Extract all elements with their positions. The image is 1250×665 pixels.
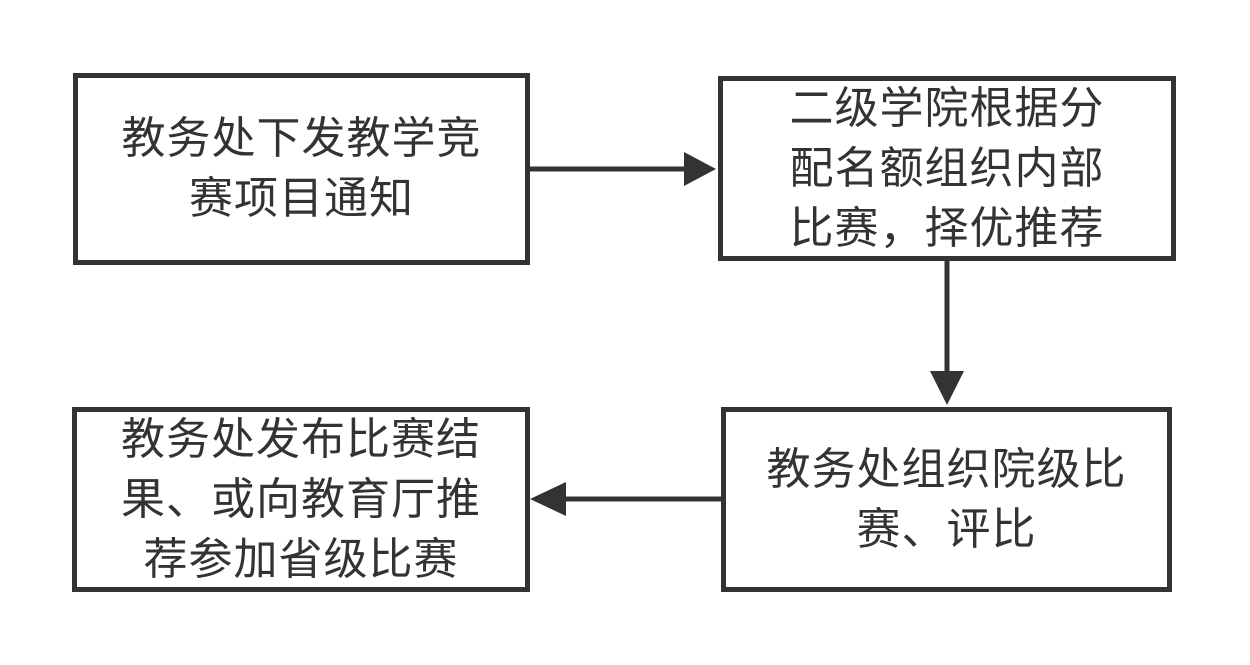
node-school-competition-label: 教务处组织院级比赛、评比 [766, 443, 1127, 555]
arrow-college-to-school-head [930, 371, 964, 405]
arrow-notice-to-college-head [684, 152, 716, 186]
node-notice-label: 教务处下发教学竞赛项目通知 [121, 113, 482, 224]
arrow-school-to-result-head [530, 482, 566, 516]
arrow-notice-to-college [530, 152, 716, 186]
node-result-publication-label: 教务处发布比赛结果、或向教育厅推荐参加省级比赛 [121, 413, 481, 585]
node-result-publication: 教务处发布比赛结果、或向教育厅推荐参加省级比赛 [72, 407, 530, 592]
node-college-competition-label: 二级学院根据分配名额组织内部比赛，择优推荐 [789, 82, 1105, 254]
node-notice: 教务处下发教学竞赛项目通知 [73, 73, 530, 265]
arrow-college-to-school [930, 261, 964, 405]
node-school-competition: 教务处组织院级比赛、评比 [721, 407, 1172, 592]
arrow-school-to-result [530, 482, 721, 516]
node-college-competition: 二级学院根据分配名额组织内部比赛，择优推荐 [718, 76, 1176, 261]
